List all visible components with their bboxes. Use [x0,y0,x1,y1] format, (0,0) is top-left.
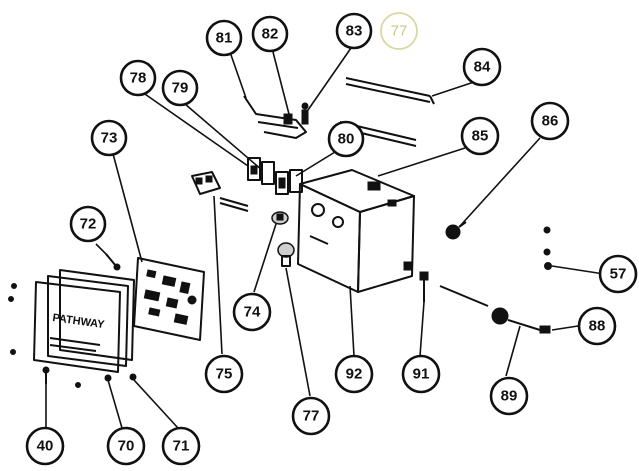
callout: 84 [462,47,502,87]
leader-lines [45,47,605,429]
panel-screws [8,283,137,388]
callout-label-70: 70 [118,438,135,455]
screw-91 [419,271,429,302]
callout: 82 [251,15,289,53]
callout: 71 [161,426,201,466]
callout: 77 [291,396,331,436]
callout-label-77-faded: 77 [391,23,408,40]
callout-label-91: 91 [413,366,430,383]
callout-label-82: 82 [262,26,279,43]
callout: 80 [327,120,365,158]
callout-label-75: 75 [216,366,233,383]
knob-86 [445,221,467,240]
callout: 72 [69,205,107,243]
callout: 89 [489,376,529,416]
callout-label-86: 86 [542,113,559,130]
sensor-cable [439,285,551,334]
fitting-74 [271,211,289,225]
front-panel-assembly: PATHWAY [33,269,135,373]
callout: 88 [577,306,617,346]
callout-label-88: 88 [589,318,606,335]
callout: 70 [106,426,146,466]
callout-label-74: 74 [244,304,261,321]
callout: 83 [335,12,373,50]
callout: 75 [204,354,244,394]
callout-faded: 77 [380,12,418,50]
circuit-board [133,257,205,341]
callout-label-71: 71 [173,438,190,455]
callout: 79 [161,69,199,107]
callout-label-57: 57 [610,266,627,283]
connector-block [191,171,249,212]
callout: 85 [460,116,500,156]
callout-label-89: 89 [501,388,518,405]
callout: 74 [232,292,272,332]
callout: 78 [119,59,157,97]
callout: 73 [90,119,128,157]
screws-57 [543,226,552,270]
switch-components [247,157,303,195]
callout-label-40: 40 [37,438,54,455]
callout: 57 [598,254,638,294]
callout: 81 [205,19,243,57]
callout-label-77: 77 [303,408,320,425]
callout-label-92: 92 [346,366,363,383]
callout-label-81: 81 [216,30,233,47]
fitting-77 [277,242,295,267]
enclosure-box [297,169,415,293]
callout-label-72: 72 [80,216,97,233]
callout-label-85: 85 [472,128,489,145]
callout: 40 [25,426,65,466]
callout-label-78: 78 [130,70,147,87]
callout-label-83: 83 [346,23,363,40]
callout-label-73: 73 [101,130,118,147]
callout: 86 [530,101,570,141]
board-screw-72 [105,253,121,271]
callout: 91 [401,354,441,394]
callout-label-84: 84 [474,59,491,76]
mounting-bracket [243,95,309,139]
callout-label-79: 79 [172,80,189,97]
callout-label-80: 80 [338,131,355,148]
rod-84 [345,77,435,105]
callout: 92 [334,354,374,394]
